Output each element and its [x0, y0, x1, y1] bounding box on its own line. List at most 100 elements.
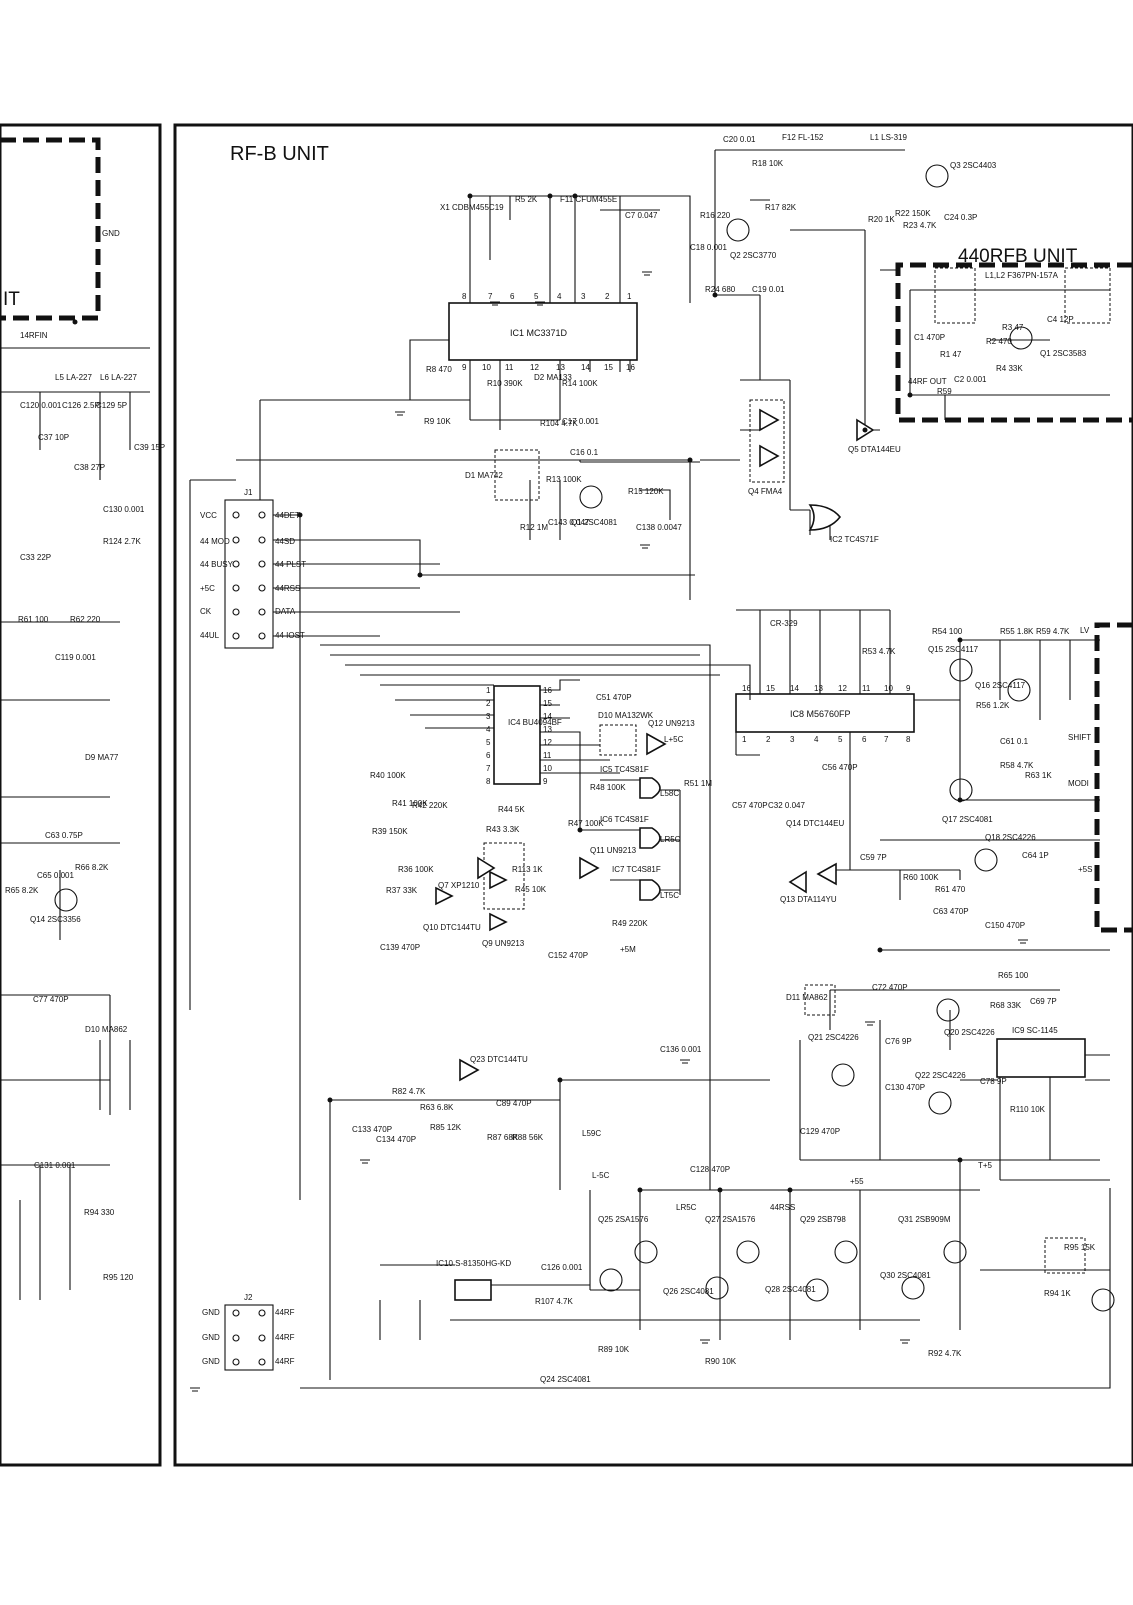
q10-label: Q10 DTC144TU	[423, 923, 481, 932]
svg-text:R63 6.8K: R63 6.8K	[420, 1103, 454, 1112]
svg-text:C20 0.01: C20 0.01	[723, 135, 756, 144]
ic4-block: IC4 BU4094BF	[493, 685, 562, 785]
svg-text:LR5C: LR5C	[676, 1203, 697, 1212]
svg-text:16: 16	[742, 684, 751, 693]
svg-text:GND: GND	[202, 1308, 220, 1317]
svg-text:R8 470: R8 470	[426, 365, 452, 374]
d11-label: D11 MA862	[786, 993, 828, 1002]
svg-text:14: 14	[543, 712, 552, 721]
q3-label: Q3 2SC4403	[950, 161, 997, 170]
svg-text:R3 47: R3 47	[1002, 323, 1024, 332]
q13-label: Q13 DTA114YU	[780, 895, 837, 904]
svg-text:1: 1	[742, 735, 747, 744]
svg-text:7: 7	[884, 735, 889, 744]
svg-text:C65 0.001: C65 0.001	[37, 871, 74, 880]
svg-text:R66 8.2K: R66 8.2K	[75, 863, 109, 872]
j1-pin-vcc: VCC	[200, 511, 217, 520]
rfin-label: 14RFIN	[20, 331, 48, 340]
svg-text:C139 470P: C139 470P	[380, 943, 420, 952]
q14l-label: Q14 2SC3356	[30, 915, 81, 924]
svg-text:8: 8	[486, 777, 491, 786]
svg-text:R1 47: R1 47	[940, 350, 962, 359]
svg-text:13: 13	[814, 684, 823, 693]
svg-text:LV: LV	[1080, 626, 1090, 635]
svg-text:44RSS: 44RSS	[770, 1203, 795, 1212]
l5-label: L5 LA-227	[55, 373, 92, 382]
svg-text:4: 4	[814, 735, 819, 744]
svg-text:C7 0.047: C7 0.047	[625, 211, 658, 220]
svg-text:R41 100K: R41 100K	[392, 799, 428, 808]
svg-text:2: 2	[766, 735, 771, 744]
rfb-unit-frame	[173, 123, 1133, 1467]
svg-text:C32 0.047: C32 0.047	[768, 801, 805, 810]
svg-text:R39 150K: R39 150K	[372, 827, 408, 836]
svg-text:R49 220K: R49 220K	[612, 919, 648, 928]
svg-text:C56 470P: C56 470P	[822, 763, 858, 772]
svg-text:L-5C: L-5C	[592, 1171, 610, 1180]
svg-text:MODI: MODI	[1068, 779, 1089, 788]
svg-text:C129 5P: C129 5P	[96, 401, 127, 410]
ic7-label: IC7 TC4S81F	[612, 865, 661, 874]
svg-text:5: 5	[534, 292, 539, 301]
svg-text:10: 10	[543, 764, 552, 773]
f12-label: F12 FL-152	[782, 133, 824, 142]
svg-text:R90 10K: R90 10K	[705, 1357, 737, 1366]
q17-label: Q17 2SC4081	[942, 815, 993, 824]
svg-text:C130 0.001: C130 0.001	[103, 505, 145, 514]
svg-text:12: 12	[543, 738, 552, 747]
svg-text:R59: R59	[937, 387, 952, 396]
ic10-label: IC10 S-81350HG-KD	[436, 1259, 511, 1268]
f11-label: F11 CFUM455E	[560, 195, 617, 204]
svg-text:6: 6	[862, 735, 867, 744]
svg-text:J1: J1	[244, 488, 253, 497]
svg-text:C17 0.001: C17 0.001	[562, 417, 599, 426]
svg-text:+5S: +5S	[1078, 865, 1092, 874]
svg-text:R4 33K: R4 33K	[996, 364, 1023, 373]
svg-text:C133 470P: C133 470P	[352, 1125, 392, 1134]
svg-text:R124 2.7K: R124 2.7K	[103, 537, 141, 546]
l1l2-label: L1,L2 F367PN-157A	[985, 271, 1059, 280]
q1-label: Q1 2SC4081	[571, 518, 618, 527]
svg-text:44RF: 44RF	[275, 1308, 295, 1317]
svg-text:R94 1K: R94 1K	[1044, 1289, 1071, 1298]
d1-label: D1 MA742	[465, 471, 503, 480]
ic4-label: IC4 BU4094BF	[508, 718, 562, 727]
svg-text:2: 2	[486, 699, 491, 708]
svg-text:R51 1M: R51 1M	[684, 779, 712, 788]
svg-text:9: 9	[462, 363, 467, 372]
left-partial-title: IT	[3, 289, 20, 310]
svg-text:L58C: L58C	[660, 789, 679, 798]
svg-text:C69 7P: C69 7P	[1030, 997, 1057, 1006]
q12-label: Q12 UN9213	[648, 719, 695, 728]
svg-text:12: 12	[530, 363, 539, 372]
svg-text:C150 470P: C150 470P	[985, 921, 1025, 930]
svg-text:R16 220: R16 220	[700, 211, 731, 220]
svg-text:4: 4	[486, 725, 491, 734]
q16-label: Q16 2SC4117	[975, 681, 1026, 690]
j1-pin-5c: +5C	[200, 584, 215, 593]
svg-text:C78 9P: C78 9P	[980, 1077, 1007, 1086]
component-values: R5 2K C7 0.047 R18 10K C20 0.01 R17 82K …	[5, 135, 1096, 1366]
svg-text:44RF: 44RF	[275, 1333, 295, 1342]
q28-label: Q28 2SC4081	[765, 1285, 816, 1294]
svg-text:C39 15P: C39 15P	[134, 443, 165, 452]
svg-text:8: 8	[462, 292, 467, 301]
svg-text:10: 10	[482, 363, 491, 372]
svg-text:11: 11	[505, 363, 514, 372]
svg-text:44RF: 44RF	[275, 1357, 295, 1366]
svg-text:R18 10K: R18 10K	[752, 159, 784, 168]
svg-text:11: 11	[862, 684, 871, 693]
svg-text:C4 12P: C4 12P	[1047, 315, 1074, 324]
j1-pin-ck: CK	[200, 607, 212, 616]
q5-label: Q5 DTA144EU	[848, 445, 901, 454]
svg-text:R95 15K: R95 15K	[1064, 1243, 1096, 1252]
q9-label: Q9 UN9213	[482, 939, 525, 948]
svg-text:8: 8	[906, 735, 911, 744]
svg-text:C1 470P: C1 470P	[914, 333, 945, 342]
svg-text:C131 0.001: C131 0.001	[34, 1161, 76, 1170]
svg-text:R107 4.7K: R107 4.7K	[535, 1297, 573, 1306]
svg-text:R23 4.7K: R23 4.7K	[903, 221, 937, 230]
